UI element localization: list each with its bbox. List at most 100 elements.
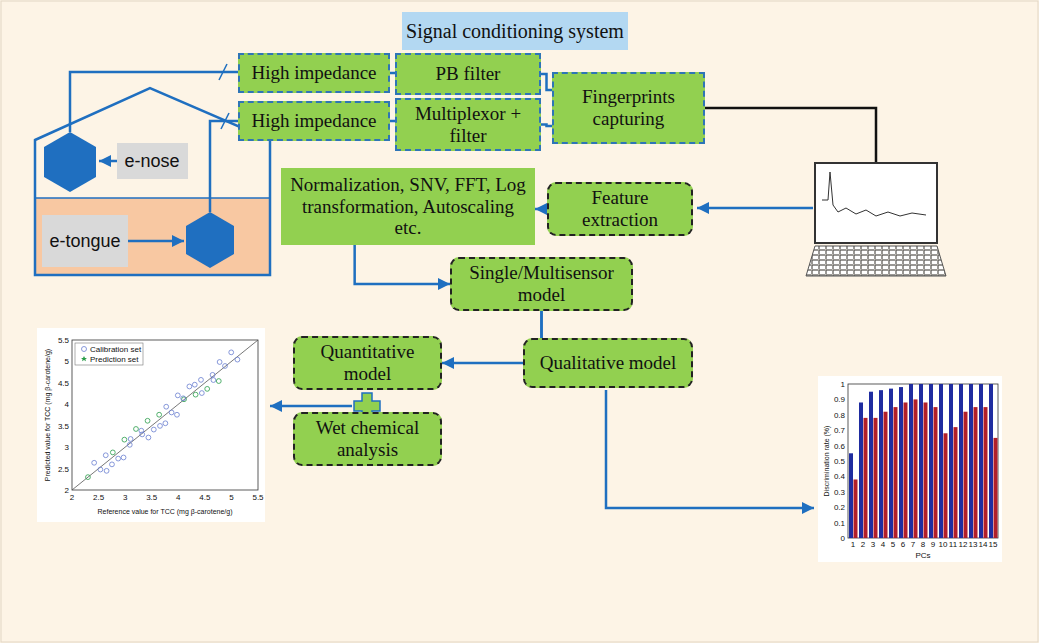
laptop-screen [815,163,937,243]
tick-label: 5.5 [252,493,263,502]
bar [869,392,873,538]
data-point [145,418,150,423]
tick-label: 0.5 [834,457,845,466]
axis-title: Predicted value for TCC (mg β-carotene/g… [44,349,51,481]
laptop-keyboard [806,246,946,276]
tick-label: 9 [931,540,935,549]
bar [984,407,988,538]
data-point [181,396,186,401]
sensor-label: e-tongue [42,215,128,266]
bar [969,384,973,538]
data-point [151,427,156,432]
data-point [217,360,222,365]
node-text: Quantitative model [301,341,434,385]
bus-mark [219,64,227,80]
data-point [121,455,126,460]
tick-label: 4 [65,400,69,409]
tick-label: 3.5 [58,421,69,430]
tick-label: 1 [841,380,845,389]
tick-label: 10 [939,540,948,549]
bar [864,418,868,538]
node-text: Qualitative model [540,352,677,374]
tick-label: 0.2 [834,503,845,512]
tick-label: 4.5 [199,493,210,502]
data-point [128,437,133,442]
data-point [205,386,210,391]
data-point [175,412,180,417]
data-point [229,350,234,355]
tick-label: 3.5 [146,493,157,502]
legend-text: Prediction set [90,355,138,364]
tick-label: 11 [949,540,957,549]
flow-connector [535,208,547,211]
data-point [103,453,108,458]
bar [974,407,978,538]
tick-label: 8 [921,540,925,549]
tick-label: 5 [891,540,895,549]
flow-connector [541,125,552,127]
tick-label: 4 [176,493,180,502]
bar [959,384,963,538]
tick-label: 2 [70,493,74,502]
data-point [210,372,215,377]
bar [989,384,993,538]
prediction-marker [81,356,87,361]
node-text: e-nose [124,151,179,172]
flow-arrow [697,207,813,210]
liquid-level [35,197,270,199]
tick-label: 0.3 [834,487,845,496]
node-text: Multiplexor + filter [403,103,533,147]
pointer-arrow [126,240,184,243]
title-box: Signal conditioning system [402,12,628,50]
data-point [235,357,240,362]
axis-title: Reference value for TCC (mg β-carotene/g… [97,508,232,515]
data-point [92,460,97,465]
data-point [116,456,121,461]
node-text: Feature extraction [555,187,685,231]
flow-arrow [606,390,814,508]
bar [944,433,948,538]
bar [899,387,903,538]
tick-label: 0.8 [834,410,845,419]
tick-label: 3 [871,540,875,549]
tongue-sensor [186,212,234,268]
data-point [211,378,216,383]
tick-label: 15 [989,540,998,549]
data-point [187,384,192,389]
tick-label: 0.4 [834,472,845,481]
data-point [199,391,204,396]
bar [889,389,893,538]
legend-text: Calibration set [90,345,141,354]
bar [919,384,923,538]
data-point [175,393,180,398]
data-point [193,392,198,397]
data-point [199,377,204,382]
data-point [157,412,162,417]
node-text: Wet chemical analysis [301,417,434,461]
data-point [86,475,91,480]
bar [849,453,853,538]
data-point [104,468,109,473]
process-box: Feature extraction [547,182,693,236]
node-text: High impedance [251,110,376,132]
bar [949,384,953,538]
process-box: Multiplexor + filter [395,98,541,152]
liquid-band [36,198,269,274]
bar [884,412,888,538]
node-text: PB filter [436,63,501,85]
tick-label: 0.6 [834,441,845,450]
bar-figure [818,376,1002,562]
axis-title: Discrimination rate (%) [823,426,830,497]
tick-label: 14 [979,540,988,549]
process-box: PB filter [395,53,541,95]
tick-label: 5 [229,493,233,502]
data-point [169,410,174,415]
flow-arrow [270,405,352,408]
tick-label: 2 [65,486,69,495]
tick-label: 3 [65,443,69,452]
bar [924,402,928,538]
scatter-axes [72,340,258,490]
tick-label: 3 [123,493,127,502]
node-text: e-tongue [49,231,120,252]
data-point [223,364,228,369]
